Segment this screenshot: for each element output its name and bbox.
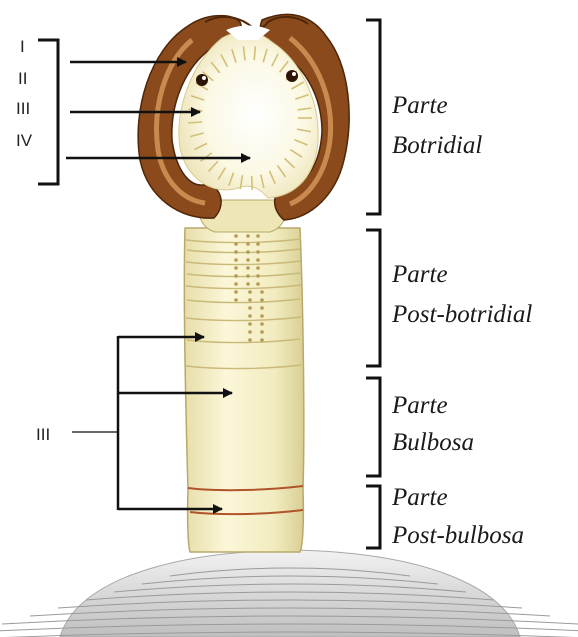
neck-dot	[260, 298, 264, 302]
neck-dot	[246, 282, 250, 286]
neck-dot	[234, 266, 238, 270]
label-iii: III	[16, 99, 30, 118]
neck-dot	[260, 330, 264, 334]
neck-dot	[256, 242, 260, 246]
label-iv: IV	[16, 131, 33, 150]
basal-tissue	[0, 550, 578, 637]
scolex-head	[138, 14, 349, 232]
neck-dot	[248, 338, 252, 342]
neck-dot	[234, 234, 238, 238]
neck-dot	[246, 266, 250, 270]
neck-dot	[234, 282, 238, 286]
region-labels: Parte Botridial Parte Post-botridial Par…	[391, 92, 532, 549]
neck-body	[184, 210, 303, 552]
neck-dot	[248, 290, 252, 294]
neck-dot	[260, 322, 264, 326]
bracket-post-bulbosa	[366, 486, 380, 548]
neck-dot	[248, 322, 252, 326]
region-botridial-line2: Botridial	[392, 132, 482, 159]
label-bracket-left	[38, 40, 58, 184]
neck-dot	[246, 274, 250, 278]
region-bulbosa-line1: Parte	[391, 392, 448, 419]
neck-dot	[234, 250, 238, 254]
region-botridial-line1: Parte	[391, 92, 448, 119]
neck-dot	[260, 314, 264, 318]
neck-dot	[234, 258, 238, 262]
neck-dot	[256, 250, 260, 254]
region-post-bulbosa-line1: Parte	[391, 484, 448, 511]
label-iii-lower: III	[36, 425, 50, 444]
neck-dot	[248, 330, 252, 334]
region-post-bulbosa-line2: Post-bulbosa	[391, 522, 524, 549]
region-brackets	[366, 20, 380, 548]
neck-dot	[260, 290, 264, 294]
region-post-botridial-line1: Parte	[391, 261, 448, 288]
neck-dot	[234, 242, 238, 246]
neck-dot	[234, 290, 238, 294]
region-post-botridial-line2: Post-botridial	[391, 301, 532, 328]
label-ii: II	[18, 69, 27, 88]
neck-dot	[256, 258, 260, 262]
neck-dot	[260, 306, 264, 310]
neck-dot	[256, 274, 260, 278]
bracket-bulbosa	[366, 378, 380, 476]
label-i: I	[20, 37, 25, 56]
bracket-post-botridial	[366, 230, 380, 366]
neck-dot	[260, 338, 264, 342]
neck-dot	[246, 242, 250, 246]
neck-dot	[246, 234, 250, 238]
neck-dot	[234, 298, 238, 302]
neck-dot	[248, 298, 252, 302]
neck-dot	[246, 258, 250, 262]
neck-dot	[256, 282, 260, 286]
neck-dot	[248, 306, 252, 310]
hook	[188, 122, 202, 123]
bracket-botridial	[366, 20, 380, 214]
neck-dot	[256, 266, 260, 270]
neck-dot	[246, 250, 250, 254]
hook	[252, 176, 253, 190]
neck-dot	[248, 314, 252, 318]
left-labels: I II III IV III	[16, 37, 50, 444]
neck-dot	[256, 234, 260, 238]
neck-dot	[234, 274, 238, 278]
region-bulbosa-line2: Bulbosa	[392, 429, 474, 456]
